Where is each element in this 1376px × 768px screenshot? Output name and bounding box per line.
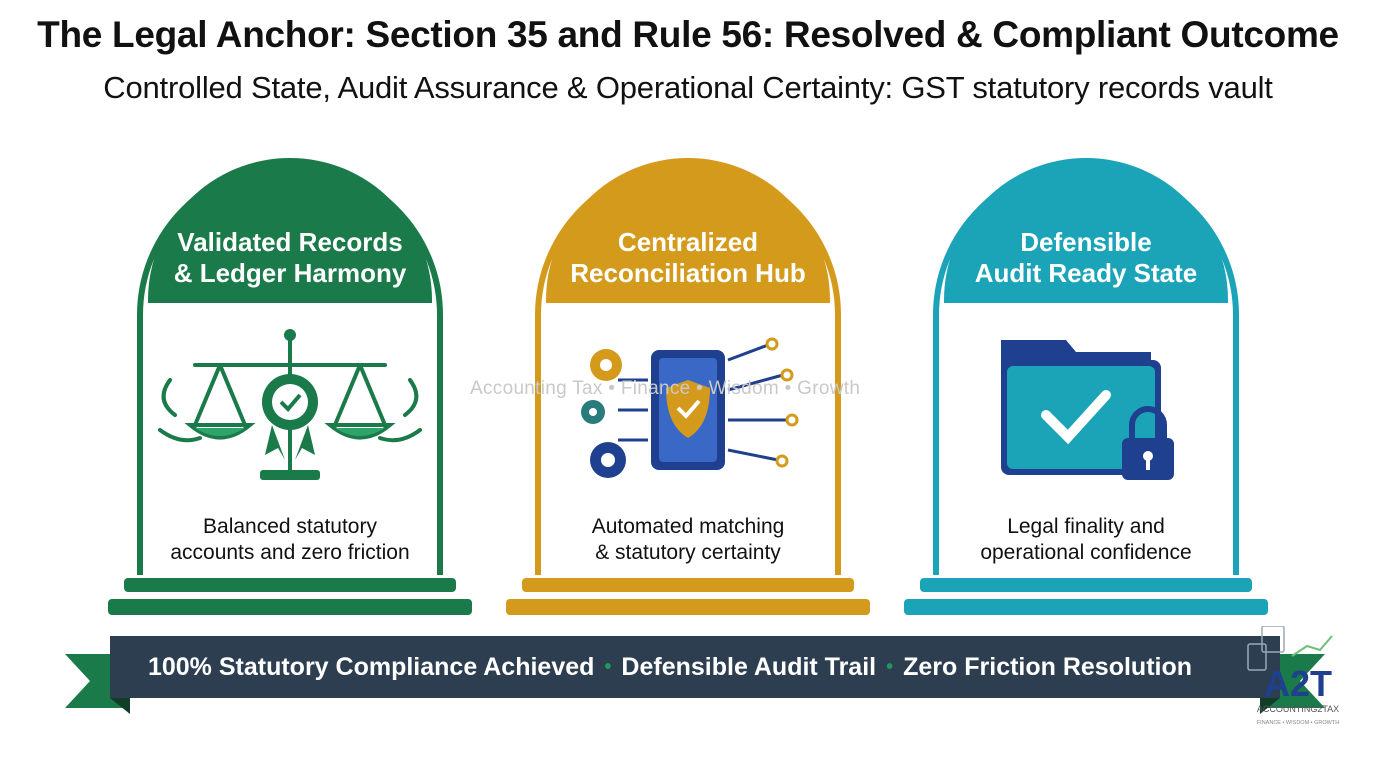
card-arch-frame — [904, 158, 1268, 615]
page-title: The Legal Anchor: Section 35 and Rule 56… — [37, 14, 1339, 55]
card-heading: Validated Records & Ledger Harmony — [173, 227, 407, 288]
bottom-banner — [65, 636, 1325, 714]
card-defensible-audit: Defensible Audit Ready State Legal final… — [896, 145, 1276, 617]
banner-text: 100% Statutory Compliance Achieved • Def… — [110, 636, 1230, 698]
banner-item-audit-trail: Defensible Audit Trail — [621, 652, 877, 681]
logo-mark: A2T — [1264, 663, 1332, 704]
card-caption: Automated matching & statutory certainty — [591, 515, 785, 564]
circuit-shield-icon — [581, 337, 799, 478]
card-caption: Legal finality and operational confidenc… — [980, 515, 1192, 564]
watermark: Accounting Tax • Finance • Wisdom • Grow… — [470, 378, 861, 399]
card-validated-records: Validated Records & Ledger Harmony Balan… — [100, 145, 480, 617]
banner-separator: • — [604, 655, 612, 678]
banner-item-zero-friction: Zero Friction Resolution — [903, 652, 1193, 681]
card-centralized-hub: Centralized Reconciliation Hub Automated… — [498, 145, 878, 617]
logo-tagline: FINANCE • WISDOM • GROWTH — [1257, 720, 1339, 726]
banner-separator: • — [886, 655, 894, 678]
page-subtitle: Controlled State, Audit Assurance & Oper… — [103, 70, 1273, 105]
balance-scale-icon — [158, 329, 422, 480]
logo-name: ACCOUNTING2TAX — [1257, 704, 1339, 714]
locked-folder-icon — [1001, 340, 1174, 480]
company-logo: A2T ACCOUNTING2TAX FINANCE • WISDOM • GR… — [1247, 626, 1339, 726]
banner-item-compliance: 100% Statutory Compliance Achieved — [147, 652, 595, 681]
card-heading: Centralized Reconciliation Hub — [570, 227, 806, 288]
card-caption: Balanced statutory accounts and zero fri… — [170, 515, 410, 564]
card-arch-frame — [506, 158, 870, 615]
card-heading: Defensible Audit Ready State — [974, 227, 1198, 288]
card-arch-frame — [108, 158, 472, 615]
